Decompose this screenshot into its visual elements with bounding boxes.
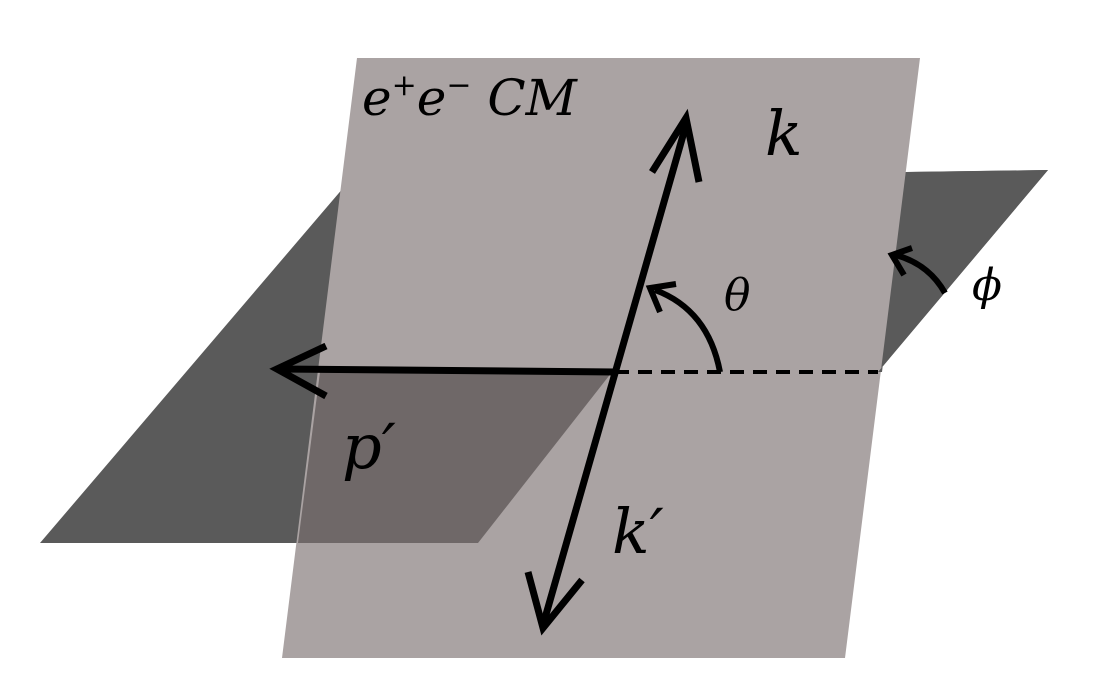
theta-label: θ [724, 270, 751, 321]
p-prime-arrowhead [269, 342, 328, 400]
theta-arc [653, 287, 723, 373]
p-prime-label: p′ [342, 410, 396, 483]
k-label: k [765, 97, 803, 170]
frame-label: e+e− CM [362, 68, 579, 127]
k-prime-label: k′ [612, 495, 664, 568]
plane-overlap-region [298, 372, 612, 543]
phi-label: ϕ [972, 260, 1002, 311]
k-arrowhead [649, 108, 703, 183]
k-arrow-line [539, 124, 690, 626]
k-prime-arrowhead [524, 571, 585, 636]
phi-arrowhead [887, 245, 913, 277]
phi-arc [895, 252, 948, 295]
p-prime-arrow [279, 365, 616, 376]
horizontal-plane-right-wing [878, 170, 1048, 372]
vertical-plane [282, 58, 920, 658]
theta-arrowhead [645, 281, 677, 314]
